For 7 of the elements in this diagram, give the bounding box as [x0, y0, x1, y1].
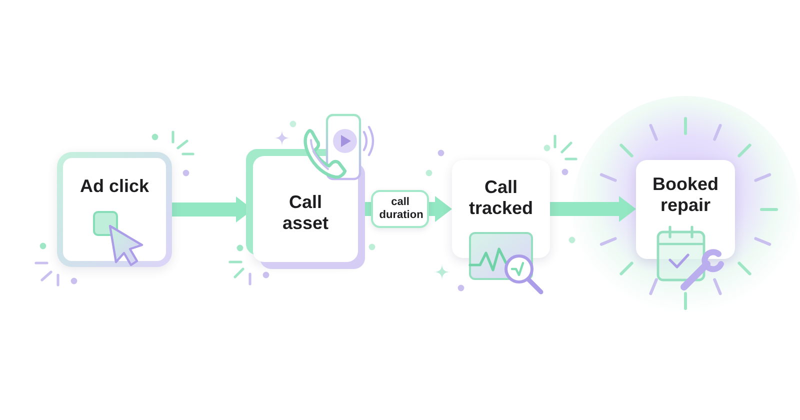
- arrow: [550, 196, 636, 222]
- step-card: [253, 156, 358, 262]
- step-title: Call tracked: [468, 177, 534, 219]
- step-title: Booked repair: [651, 174, 720, 216]
- step-title: Call asset: [281, 192, 330, 234]
- edge-label: call duration: [371, 190, 430, 228]
- step-title: Ad click: [80, 176, 150, 197]
